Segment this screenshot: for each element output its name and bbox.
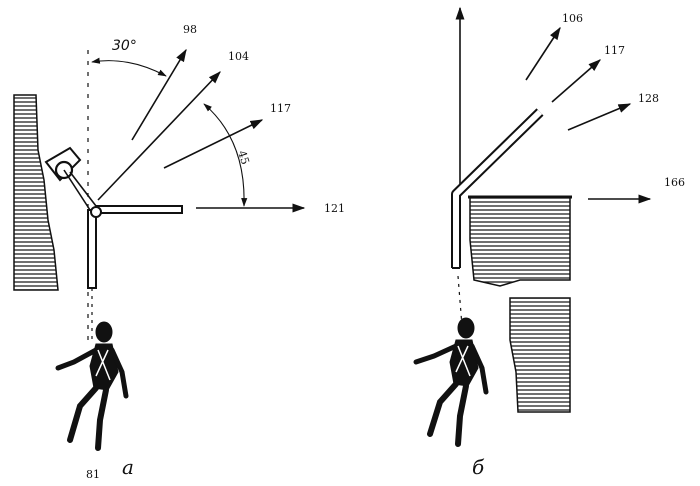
climber-figure-b bbox=[413, 317, 489, 447]
force-arrow-98 bbox=[131, 48, 187, 141]
angle-30-label: 30° bbox=[112, 38, 137, 54]
force-label-166: 166 bbox=[664, 176, 685, 189]
climber-figure-a bbox=[55, 321, 129, 451]
angle-arc-30 bbox=[91, 57, 167, 77]
force-label-104: 104 bbox=[228, 50, 249, 63]
bottom-value-label: 81 bbox=[86, 468, 100, 481]
anchor-device-a bbox=[44, 146, 97, 211]
angle-45-label: 45 bbox=[235, 149, 252, 166]
rock-wall-a bbox=[13, 94, 59, 291]
force-label-128: 128 bbox=[638, 92, 659, 105]
force-label-117-b: 117 bbox=[604, 44, 625, 57]
panel-b-caption: б bbox=[472, 455, 485, 479]
force-arrow-128 bbox=[567, 103, 632, 131]
force-label-117: 117 bbox=[270, 102, 291, 115]
force-label-121: 121 bbox=[324, 202, 345, 215]
suspension-line-b bbox=[457, 275, 463, 327]
panel-a: 30° 45 98 104 117 121 81 а bbox=[13, 23, 345, 481]
force-label-98: 98 bbox=[183, 23, 197, 36]
panel-b: 106 117 128 166 б bbox=[413, 6, 685, 479]
force-arrow-106 bbox=[525, 26, 561, 81]
angle-arc-45 bbox=[203, 103, 248, 207]
force-arrow-117-b bbox=[551, 59, 601, 103]
rock-block-b bbox=[509, 297, 571, 413]
panel-a-caption: а bbox=[122, 455, 134, 479]
force-arrow-104 bbox=[97, 71, 221, 201]
rod-a bbox=[87, 205, 183, 289]
rod-b bbox=[451, 108, 544, 269]
force-label-106: 106 bbox=[562, 12, 583, 25]
rock-ledge-b bbox=[469, 196, 571, 287]
